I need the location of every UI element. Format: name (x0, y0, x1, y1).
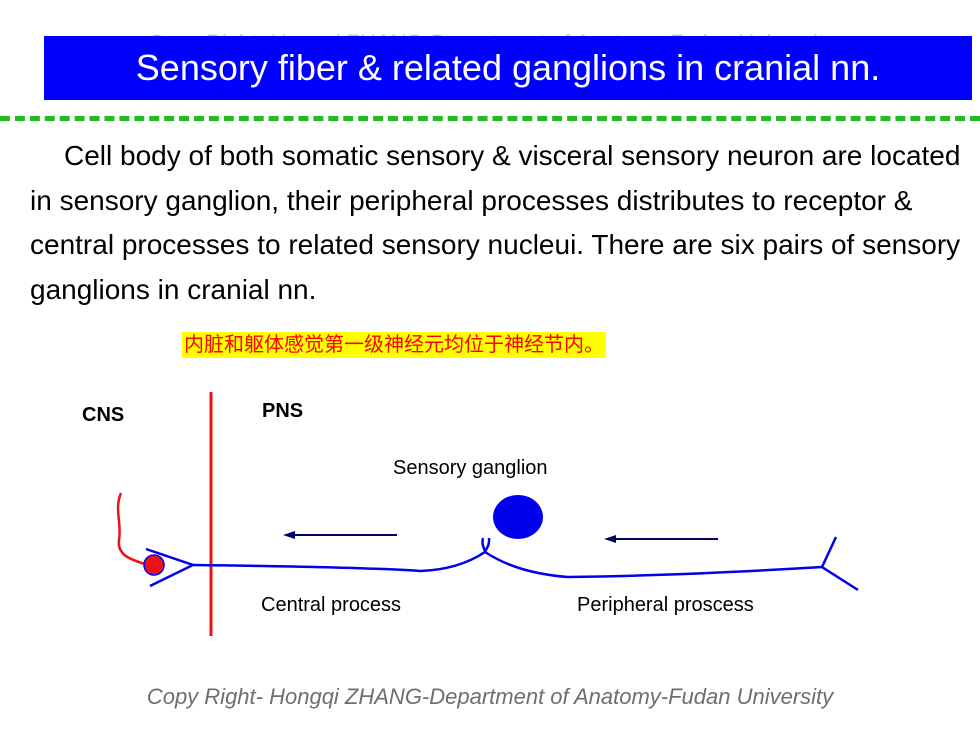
sensory-ganglion-label: Sensory ganglion (393, 457, 548, 479)
sensory-nucleus-cell (143, 554, 165, 576)
peripheral-process-label: Peripheral proscess (577, 594, 754, 616)
central-neuron-fiber (116, 492, 149, 567)
body-paragraph: Cell body of both somatic sensory & visc… (30, 134, 965, 312)
neuron-diagram: CNS PNS Sensory ganglion Central process… (82, 392, 859, 636)
peripheral-receptor-branch (820, 536, 859, 592)
pns-label: PNS (262, 400, 303, 422)
copyright-footer: Copy Right- Hongqi ZHANG-Department of A… (146, 684, 834, 709)
sensory-ganglion-cell-body (493, 495, 543, 539)
central-direction-arrowhead (283, 531, 295, 539)
central-process-axon (192, 550, 486, 573)
central-process-label: Central process (261, 594, 401, 616)
peripheral-direction-arrowhead (604, 535, 616, 543)
ganglion-stem (481, 537, 491, 553)
dashed-divider (0, 116, 980, 121)
cns-label: CNS (82, 404, 124, 426)
slide-title: Sensory fiber & related ganglions in cra… (135, 47, 881, 88)
chinese-note: 内脏和躯体感觉第一级神经元均位于神经节内。 (182, 332, 606, 358)
peripheral-process-axon (484, 550, 823, 579)
paragraph-text: Cell body of both somatic sensory & visc… (30, 140, 961, 305)
title-bar: Sensory fiber & related ganglions in cra… (44, 36, 972, 100)
